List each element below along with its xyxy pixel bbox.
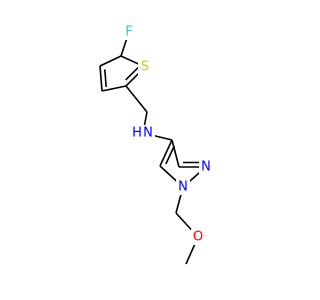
atom-fluorine: F <box>122 24 136 40</box>
atom-amine-nitrogen: N <box>141 125 155 141</box>
atom-oxygen: O <box>191 229 205 245</box>
atom-amine-nitrogen-text: N <box>143 126 153 141</box>
bond-c2-ch2 <box>125 85 148 113</box>
atom-fluorine-text: F <box>125 25 132 40</box>
bond-thiophene-c5-c4 <box>99 55 122 67</box>
bond-pyrazole-c5-c4 <box>159 139 173 167</box>
atom-pyrazole-n2: N <box>199 159 213 175</box>
atom-amine-hydrogen-text: H <box>132 126 142 141</box>
atom-sulfur: S <box>138 59 152 75</box>
atom-pyrazole-n1-text: N <box>178 180 188 195</box>
atom-amine-hydrogen: H <box>130 125 144 141</box>
bond-pyrazole-c4-c3 <box>171 139 180 168</box>
bond-thiophene-c2-s-inner <box>125 66 140 81</box>
bond-thiophene-c4-c3 <box>99 65 103 92</box>
atom-pyrazole-n1: N <box>176 179 190 195</box>
atom-sulfur-text: S <box>141 60 149 75</box>
bond-pyrazole-c5-c4-double <box>165 145 176 165</box>
bond-layer <box>99 31 207 265</box>
atom-pyrazole-n2-text: N <box>201 160 211 175</box>
atom-oxygen-text: O <box>193 230 203 245</box>
bond-thiophene-c4-c3-double <box>103 69 107 87</box>
bond-thiophene-c3-c2 <box>101 85 127 92</box>
